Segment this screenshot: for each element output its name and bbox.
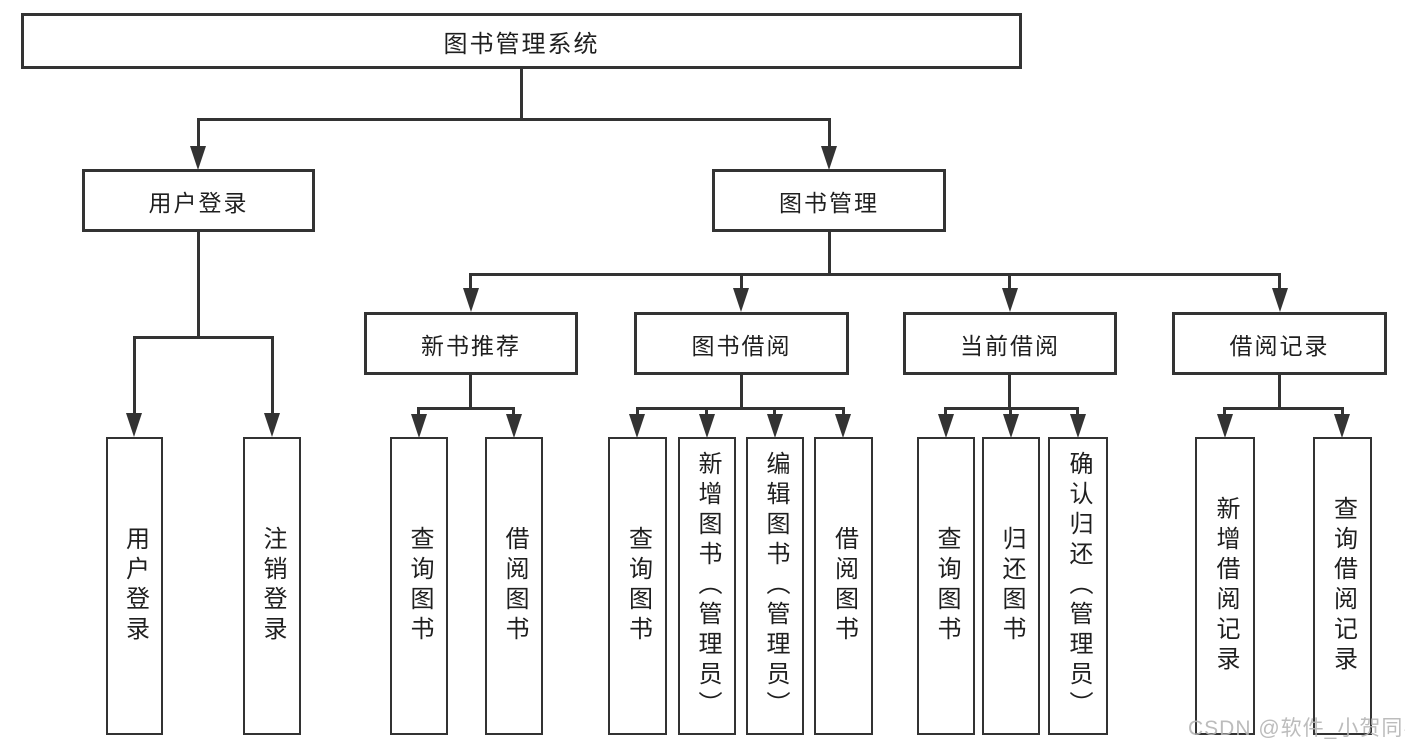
leaf-query-borrow-record: 查询借阅记录 xyxy=(1313,437,1372,735)
leaf-user-login: 用户登录 xyxy=(106,437,163,735)
arrow-down-icon xyxy=(463,288,479,312)
leaf-query-books-recommend: 查询图书 xyxy=(390,437,448,735)
connector-line xyxy=(469,273,1281,276)
arrow-down-icon xyxy=(821,146,837,170)
connector-line xyxy=(197,232,200,336)
arrow-down-icon xyxy=(411,414,427,438)
node-new-book-recommend: 新书推荐 xyxy=(364,312,578,375)
arrow-down-icon xyxy=(1070,414,1086,438)
arrow-down-icon xyxy=(1002,288,1018,312)
arrow-down-icon xyxy=(264,413,280,437)
connector-line xyxy=(417,407,420,417)
arrow-down-icon xyxy=(835,414,851,438)
connector-line xyxy=(773,407,776,417)
connector-line xyxy=(512,407,515,417)
connector-line xyxy=(1076,407,1079,417)
arrow-down-icon xyxy=(506,414,522,438)
node-current-borrow: 当前借阅 xyxy=(903,312,1117,375)
connector-line xyxy=(944,407,947,417)
node-book-management: 图书管理 xyxy=(712,169,946,232)
connector-line xyxy=(1278,273,1281,290)
connector-line xyxy=(469,375,472,410)
connector-line xyxy=(842,407,845,417)
connector-line xyxy=(520,67,523,118)
connector-line xyxy=(1009,407,1012,417)
connector-line xyxy=(705,407,708,417)
arrow-down-icon xyxy=(126,413,142,437)
connector-line xyxy=(828,232,831,273)
connector-line xyxy=(1008,375,1011,410)
leaf-edit-books-admin: 编辑图书（管理员） xyxy=(746,437,804,735)
connector-line xyxy=(1223,407,1343,410)
node-root-library-system: 图书管理系统 xyxy=(21,13,1022,69)
arrow-down-icon xyxy=(1217,414,1233,438)
connector-line xyxy=(1341,407,1344,417)
leaf-confirm-return-admin: 确认归还（管理员） xyxy=(1048,437,1108,735)
connector-line xyxy=(636,407,639,417)
arrow-down-icon xyxy=(767,414,783,438)
connector-line xyxy=(417,407,515,410)
connector-line xyxy=(740,375,743,410)
node-user-login: 用户登录 xyxy=(82,169,315,232)
arrow-down-icon xyxy=(1334,414,1350,438)
leaf-logout: 注销登录 xyxy=(243,437,301,735)
connector-line xyxy=(636,407,845,410)
node-book-borrow: 图书借阅 xyxy=(634,312,849,375)
arrow-down-icon xyxy=(733,288,749,312)
connector-line xyxy=(828,118,831,148)
connector-line xyxy=(197,118,200,148)
connector-line xyxy=(469,273,472,290)
leaf-add-books-admin: 新增图书（管理员） xyxy=(678,437,736,735)
connector-line xyxy=(1008,273,1011,290)
arrow-down-icon xyxy=(938,414,954,438)
leaf-query-books-current: 查询图书 xyxy=(917,437,975,735)
leaf-query-books-borrow: 查询图书 xyxy=(608,437,667,735)
connector-line xyxy=(133,336,274,339)
arrow-down-icon xyxy=(1272,288,1288,312)
arrow-down-icon xyxy=(190,146,206,170)
connector-line xyxy=(1223,407,1226,417)
leaf-return-books: 归还图书 xyxy=(982,437,1040,735)
csdn-watermark: CSDN @软件_小贺同学 xyxy=(1188,717,1405,740)
leaf-borrow-books-recommend: 借阅图书 xyxy=(485,437,543,735)
node-borrow-records: 借阅记录 xyxy=(1172,312,1387,375)
connector-line xyxy=(1278,375,1281,409)
leaf-borrow-books: 借阅图书 xyxy=(814,437,873,735)
connector-line xyxy=(197,118,831,121)
arrow-down-icon xyxy=(629,414,645,438)
connector-line xyxy=(740,273,743,290)
arrow-down-icon xyxy=(1003,414,1019,438)
connector-line xyxy=(271,336,274,415)
leaf-add-borrow-record: 新增借阅记录 xyxy=(1195,437,1255,735)
arrow-down-icon xyxy=(699,414,715,438)
connector-line xyxy=(133,336,136,415)
